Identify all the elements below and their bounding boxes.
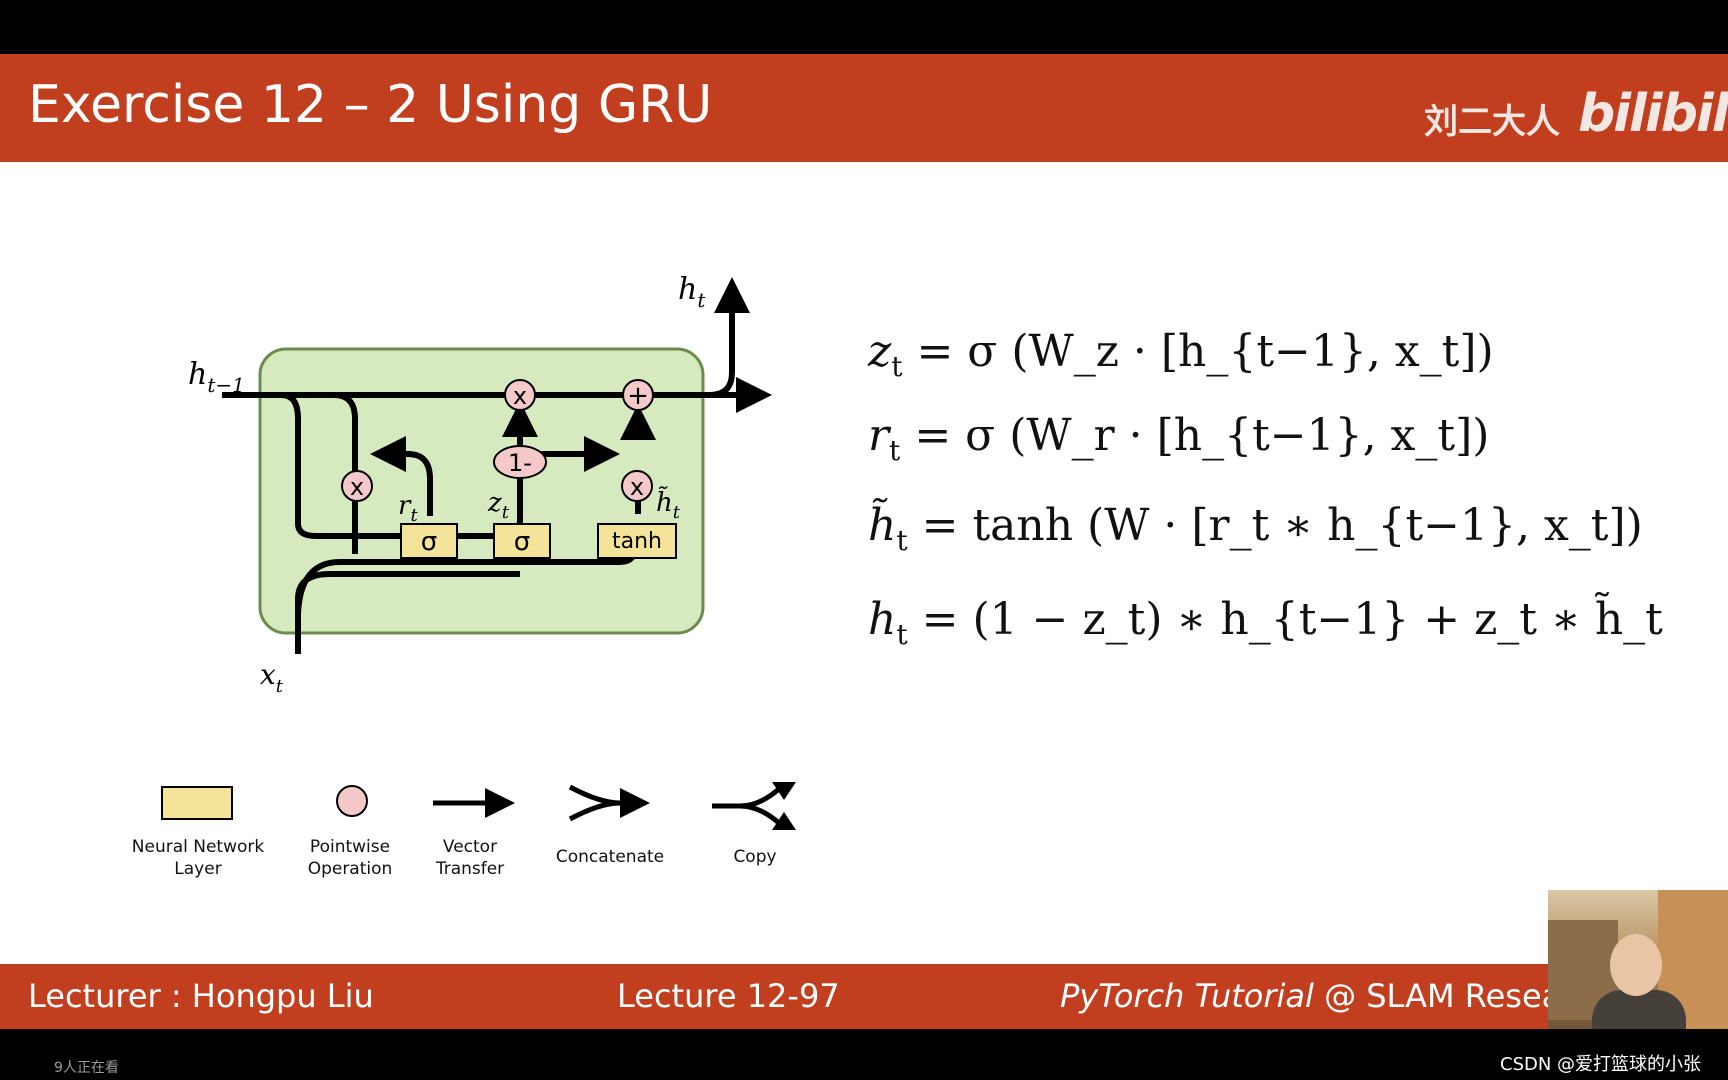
pointwise-circle-icon xyxy=(336,785,368,817)
layer-box-icon xyxy=(161,786,233,820)
slide-header: Exercise 12 – 2 Using GRU 刘二大人 bilibili xyxy=(0,54,1728,162)
footer-course-italic: PyTorch Tutorial xyxy=(1060,977,1314,1015)
tanh-layer xyxy=(597,523,677,559)
reset-gate-layer xyxy=(400,523,458,559)
bilibili-logo: bilibili xyxy=(1578,84,1728,144)
multiply-op-top-symbol: x xyxy=(513,382,527,410)
label-r: rt xyxy=(398,491,418,526)
equation-candidate: h̃t = tanh (W · [r_t ∗ h_{t−1}, x_t]) xyxy=(868,500,1643,557)
label-x-in-base: x xyxy=(260,658,276,691)
equation-update-lhs: z xyxy=(868,326,892,377)
legend-label-pointwise: Pointwise Operation xyxy=(307,837,393,879)
label-h-prev-sub: t−1 xyxy=(207,373,245,397)
footer-course-rest: @ SLAM Resea xyxy=(1313,977,1562,1015)
author-brand: 刘二大人 xyxy=(1424,102,1560,142)
equation-update-rhs: = σ (W_z · [h_{t−1}, x_t]) xyxy=(916,326,1494,377)
label-x-in-sub: t xyxy=(276,676,284,697)
webcam-person-head xyxy=(1610,934,1662,996)
tanh-layer-label: tanh xyxy=(612,529,662,554)
label-r-base: r xyxy=(398,491,412,521)
copy-icon-arrow-up xyxy=(772,782,796,800)
label-h-tilde-sub: t xyxy=(673,502,681,523)
equation-update-lhs-sub: t xyxy=(891,349,903,383)
equation-candidate-lhs: h̃ xyxy=(868,500,897,551)
one-minus-op-symbol: 1- xyxy=(508,449,532,477)
equation-reset-lhs-sub: t xyxy=(889,433,901,467)
equation-update-gate: zt = σ (W_z · [h_{t−1}, x_t]) xyxy=(868,326,1494,383)
equation-reset-lhs: r xyxy=(868,410,890,461)
label-x-in: xt xyxy=(260,658,284,697)
equation-candidate-rhs: = tanh (W · [r_t ∗ h_{t−1}, x_t]) xyxy=(921,500,1643,551)
viewer-count: 9人正在看 xyxy=(54,1060,119,1076)
add-op xyxy=(622,379,654,411)
equation-candidate-lhs-sub: t xyxy=(896,523,908,557)
slide-footer: Lecturer : Hongpu Liu Lecture 12-97 PyTo… xyxy=(0,964,1728,1029)
equation-reset-rhs: = σ (W_r · [h_{t−1}, x_t]) xyxy=(914,410,1490,461)
label-r-sub: t xyxy=(410,505,418,526)
equation-hidden-rhs: = (1 − z_t) ∗ h_{t−1} + z_t ∗ h̃_t xyxy=(921,594,1663,645)
equation-hidden-lhs-sub: t xyxy=(896,617,908,651)
gru-diagram: x + 1- x x σ σ tanh ht−1 ht xt rt zt xyxy=(161,272,796,830)
copy-icon xyxy=(712,786,782,826)
hprev-branch-reset xyxy=(333,392,358,554)
label-h-out-sub: t xyxy=(697,288,706,312)
legend-label-copy: Copy xyxy=(733,847,777,867)
update-gate-layer-label: σ xyxy=(514,527,530,557)
update-gate-layer xyxy=(493,523,551,559)
copy-icon-arrow-down xyxy=(772,812,796,830)
footer-course: PyTorch Tutorial @ SLAM Resea xyxy=(1060,976,1561,1016)
label-h-prev: ht−1 xyxy=(188,357,245,397)
label-z-base: z xyxy=(487,488,502,518)
label-h-tilde: h̃t xyxy=(656,486,681,523)
equation-reset-gate: rt = σ (W_r · [h_{t−1}, x_t]) xyxy=(868,410,1489,467)
lecturer-webcam xyxy=(1548,890,1728,1029)
footer-lecturer: Lecturer : Hongpu Liu xyxy=(28,977,374,1015)
legend-label-layer: Neural Network Layer xyxy=(131,837,265,879)
reset-gate-path xyxy=(370,436,433,516)
footer-lecture-number: Lecture 12-97 xyxy=(617,977,840,1015)
video-top-bar xyxy=(0,0,1728,54)
concatenate-icon xyxy=(568,787,640,819)
output-line xyxy=(709,277,750,398)
multiply-op-reset xyxy=(341,470,373,502)
multiply-op-update-symbol: x xyxy=(630,473,644,501)
label-h-out-base: h xyxy=(678,272,697,307)
multiply-op-update xyxy=(621,470,653,502)
equation-hidden-lhs: h xyxy=(868,594,897,645)
label-h-tilde-base: h̃ xyxy=(656,486,673,518)
legend-label-concatenate: Concatenate xyxy=(555,847,665,867)
video-bottom-bar xyxy=(0,1029,1728,1080)
slide: Exercise 12 – 2 Using GRU 刘二大人 bilibili xyxy=(0,54,1728,1029)
csdn-watermark: CSDN @爱打篮球的小张 xyxy=(1500,1054,1702,1075)
equation-hidden-state: ht = (1 − z_t) ∗ h_{t−1} + z_t ∗ h̃_t xyxy=(868,594,1663,651)
add-op-symbol: + xyxy=(627,381,649,411)
slide-title: Exercise 12 – 2 Using GRU xyxy=(28,75,713,135)
reset-gate-layer-label: σ xyxy=(421,527,437,557)
label-z-sub: t xyxy=(502,502,510,523)
legend-label-vector: Vector Transfer xyxy=(435,837,505,879)
label-h-prev-base: h xyxy=(188,357,207,392)
label-z: zt xyxy=(487,488,510,523)
webcam-person-body xyxy=(1592,990,1686,1029)
multiply-op-top xyxy=(504,379,536,411)
one-minus-op xyxy=(493,445,547,479)
multiply-op-reset-symbol: x xyxy=(350,473,364,501)
label-h-out: ht xyxy=(678,272,706,312)
